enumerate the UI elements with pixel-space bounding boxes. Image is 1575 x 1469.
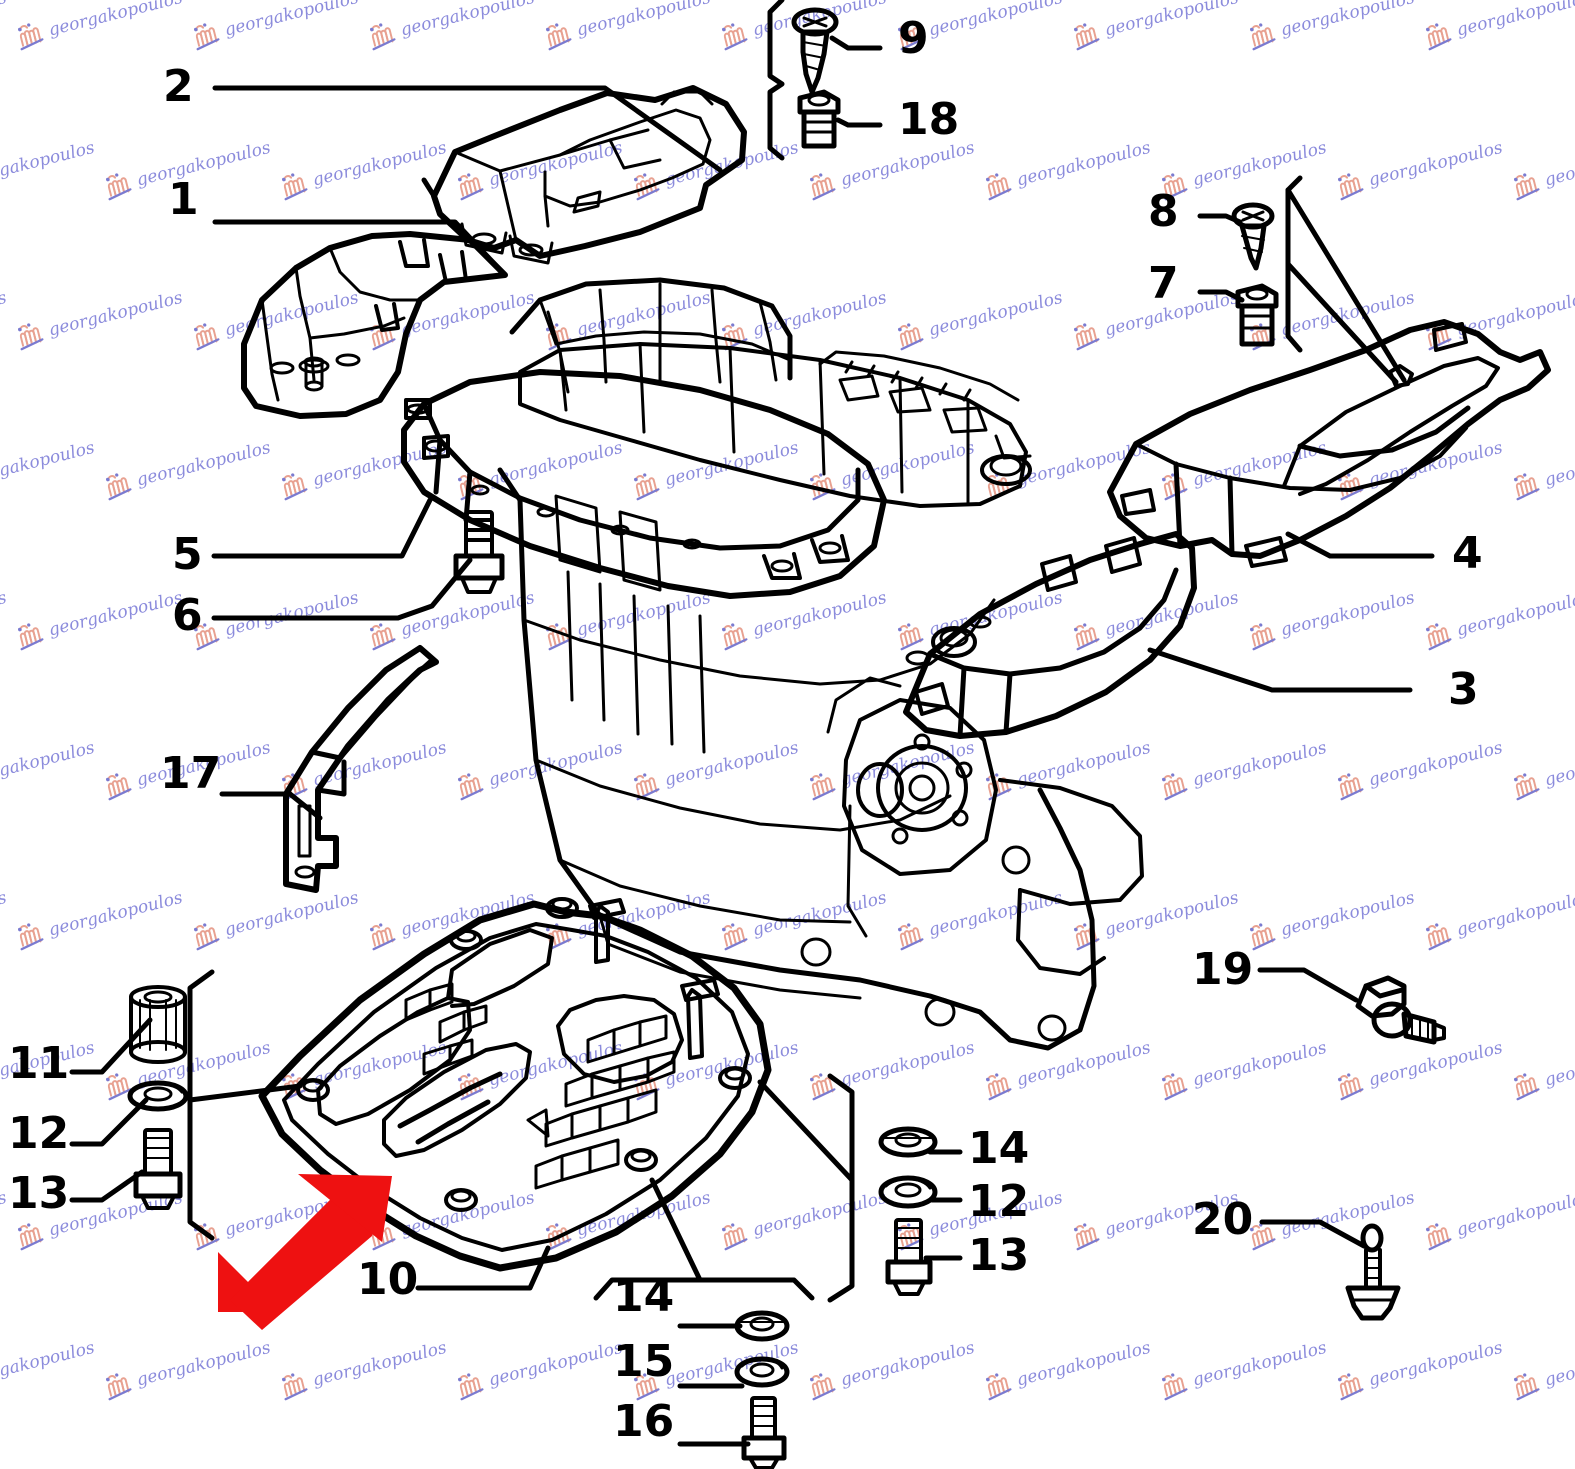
callout-number-2: 2 xyxy=(163,61,194,112)
callout-number-10: 10 xyxy=(357,1254,419,1305)
callout-number-19: 19 xyxy=(1192,944,1254,995)
callout-number-1: 1 xyxy=(168,174,199,225)
callout-number-9: 9 xyxy=(898,13,929,64)
callout-number-3: 3 xyxy=(1448,664,1479,715)
callout-number-7: 7 xyxy=(1148,258,1179,309)
callout-number-13: 13 xyxy=(8,1168,70,1219)
callout-number-8: 8 xyxy=(1148,186,1179,237)
callout-number-14b: 14 xyxy=(613,1271,675,1322)
callout-number-17: 17 xyxy=(160,748,222,799)
callout-number-12: 12 xyxy=(8,1108,70,1159)
callout-number-14: 14 xyxy=(968,1123,1030,1174)
callout-number-18: 18 xyxy=(898,94,960,145)
callout-number-13b: 13 xyxy=(968,1230,1030,1281)
callout-number-16: 16 xyxy=(613,1396,675,1447)
callout-number-12b: 12 xyxy=(968,1176,1030,1227)
callout-number-11: 11 xyxy=(8,1038,70,1089)
callout-number-20: 20 xyxy=(1192,1194,1254,1245)
callout-number-4: 4 xyxy=(1452,528,1483,579)
callout-number-6: 6 xyxy=(172,590,203,641)
callout-number-5: 5 xyxy=(172,529,203,580)
callout-number-15: 15 xyxy=(613,1336,675,1387)
